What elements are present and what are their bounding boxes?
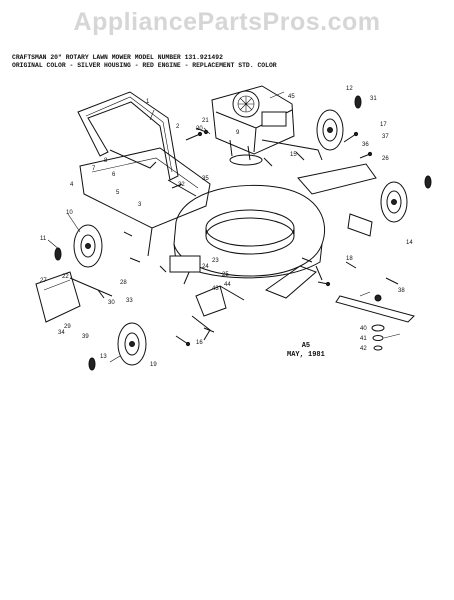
callout-label: 16 xyxy=(196,340,203,346)
callout-label: 22 xyxy=(62,274,69,280)
callout-label: 3 xyxy=(138,202,142,208)
leader-lines xyxy=(47,91,401,363)
handle-assembly xyxy=(77,91,197,197)
callout-label: 24 xyxy=(202,264,209,270)
hardware-bolts xyxy=(97,127,399,347)
engine xyxy=(211,85,295,166)
rear-frame xyxy=(79,147,211,257)
height-adjusters xyxy=(169,213,373,341)
color-note: ORIGINAL COLOR - SILVER HOUSING - RED EN… xyxy=(12,62,277,69)
blade-assembly xyxy=(335,294,415,351)
trail-shield xyxy=(35,271,113,323)
callout-label: 26 xyxy=(382,156,389,162)
callout-label: 41 xyxy=(360,336,367,342)
callout-label: 31 xyxy=(370,96,377,102)
model-title: CRAFTSMAN 20" ROTARY LAWN MOWER MODEL NU… xyxy=(12,54,223,61)
callout-label: 4 xyxy=(70,182,74,188)
callout-label: 37 xyxy=(382,134,389,140)
callout-label: 27 xyxy=(40,278,47,284)
callout-label: 7 xyxy=(92,166,96,172)
callout-label: 34 xyxy=(58,330,65,336)
callout-label: 18 xyxy=(346,256,353,262)
revision-stamp: A5 MAY, 1981 xyxy=(287,342,325,360)
callout-label: 28 xyxy=(120,280,127,286)
wheels xyxy=(73,109,408,366)
callout-label: 19 xyxy=(150,362,157,368)
callout-label: 9 xyxy=(236,130,240,136)
callout-label: 32 xyxy=(178,182,185,188)
callout-label: 5 xyxy=(116,190,120,196)
callout-label: 15 xyxy=(290,152,297,158)
callout-label: 12 xyxy=(346,86,353,92)
callout-label: 14 xyxy=(406,240,413,246)
callout-label: 10 xyxy=(66,210,73,216)
callout-label: 23 xyxy=(212,258,219,264)
callout-label: 1 xyxy=(146,99,150,105)
callout-label: 6 xyxy=(112,172,116,178)
callout-label: 43 xyxy=(212,286,219,292)
callout-label: 21 xyxy=(202,118,209,124)
revision-date: MAY, 1981 xyxy=(287,351,325,359)
side-baffle xyxy=(261,139,377,195)
callout-label: 13 xyxy=(100,354,107,360)
callout-label: 45 xyxy=(288,94,295,100)
callout-label: 36 xyxy=(362,142,369,148)
callout-label: 2 xyxy=(176,124,180,130)
callout-label: 17 xyxy=(380,122,387,128)
callout-label: 35 xyxy=(202,176,209,182)
callout-label: 38 xyxy=(398,288,405,294)
callout-label: 40 xyxy=(360,326,367,332)
callout-label: 42 xyxy=(360,346,367,352)
callout-label: 29 xyxy=(64,324,71,330)
hub-caps xyxy=(54,95,432,371)
callout-label: 8 xyxy=(104,158,108,164)
callout-label: 20 xyxy=(196,126,203,132)
callout-label: 33 xyxy=(126,298,133,304)
callout-label: 30 xyxy=(108,300,115,306)
diagram-header: CRAFTSMAN 20" ROTARY LAWN MOWER MODEL NU… xyxy=(12,54,442,70)
callout-label: 25 xyxy=(222,272,229,278)
callout-label: 39 xyxy=(82,334,89,340)
callout-label: 11 xyxy=(40,236,47,242)
part-callouts: 1 2 3 4 5 6 7 8 9 10 11 12 13 14 15 16 1… xyxy=(40,86,413,368)
watermark: AppliancePartsPros.com xyxy=(73,8,381,36)
revision-code: A5 xyxy=(301,342,311,350)
callout-label: 44 xyxy=(224,282,231,288)
mower-deck xyxy=(173,184,326,285)
